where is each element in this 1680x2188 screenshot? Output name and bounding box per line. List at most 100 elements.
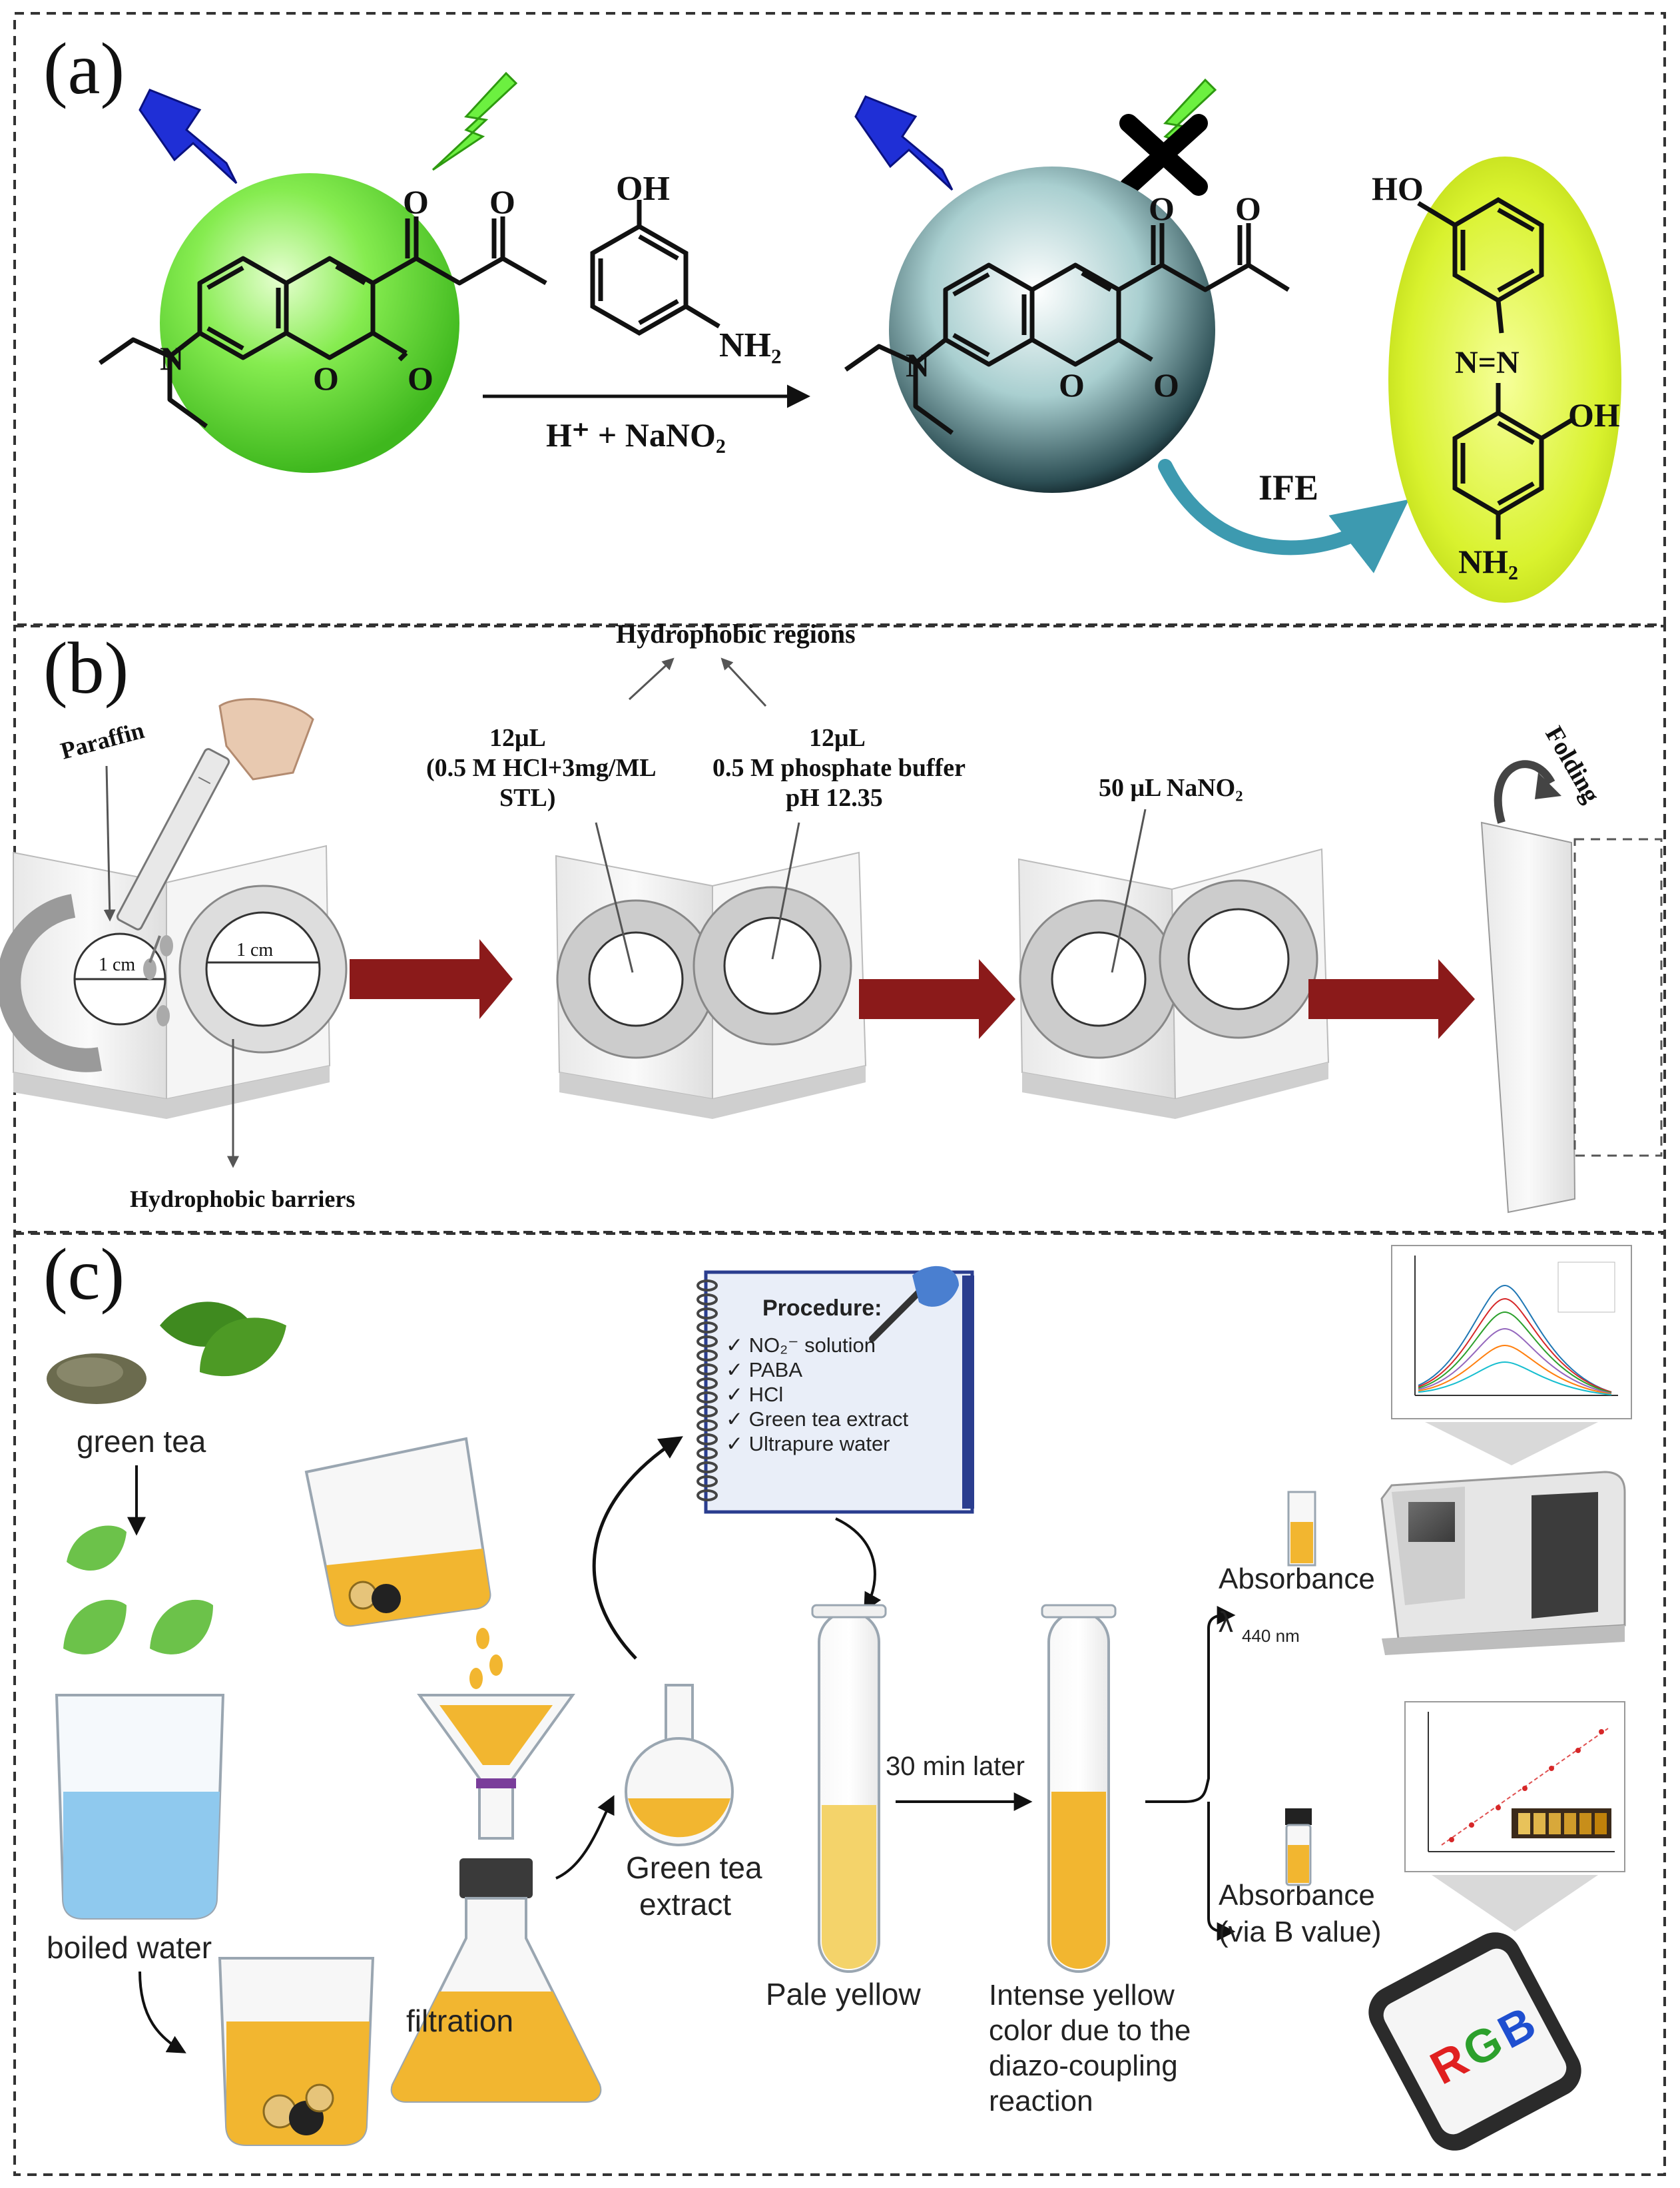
- lambda-symbol: λ: [1219, 1606, 1233, 1639]
- carbonyl-oxygen-a2: O: [489, 183, 515, 220]
- panel-a-label: (a): [43, 28, 125, 109]
- pale-yellow-tube: [811, 1604, 887, 1973]
- quenched-sphere: [889, 167, 1215, 493]
- smartphone-icon: [1368, 1932, 1581, 2151]
- filtration-label: filtration: [406, 2004, 513, 2038]
- tea-leaves-icon: [47, 1301, 286, 1404]
- green-bolt-icon: [431, 71, 518, 171]
- brewing-beaker: [218, 1957, 375, 2146]
- azo-nh2-label: NH₂: [1458, 543, 1518, 580]
- carbonyl-oxygen-b2: O: [1235, 190, 1261, 227]
- procedure-item: ✓ Ultrapure water: [726, 1432, 890, 1455]
- arrow-filter-to-extract: [555, 1794, 615, 1880]
- pointer-right-zone: [771, 822, 800, 960]
- intense-label-2: color due to the: [989, 2014, 1191, 2047]
- procedure-item: ✓ Green tea extract: [726, 1407, 908, 1431]
- azo-oh-label: OH: [1568, 396, 1620, 434]
- pointer-regions-left: [628, 657, 675, 701]
- pale-yellow-label: Pale yellow: [766, 1977, 921, 2011]
- azo-dye-structure: [1417, 196, 1576, 540]
- amine-n-b: N: [906, 346, 930, 384]
- nano2-label: 50 μL NaNO₂: [1099, 774, 1243, 802]
- paper-device-2: [555, 851, 867, 1119]
- azo-ho-label: HO: [1372, 170, 1424, 207]
- spiral-ring: [697, 1279, 718, 1291]
- amine-n-a: N: [160, 340, 184, 377]
- left-zone-volume: 12μL: [489, 724, 546, 752]
- spiral-ring: [697, 1461, 718, 1473]
- spiral-ring: [697, 1335, 718, 1347]
- intense-yellow-tube: [1041, 1604, 1117, 1973]
- carbonyl-oxygen-b1: O: [1149, 190, 1175, 227]
- syringe-icon: [116, 698, 314, 963]
- spiral-ring: [697, 1293, 718, 1305]
- coumarin-probe-structure-2: [844, 223, 1290, 435]
- procedure-title: Procedure:: [762, 1295, 882, 1321]
- spiral-ring: [697, 1391, 718, 1403]
- spiral-ring: [697, 1307, 718, 1319]
- intense-label-3: diazo-coupling: [989, 2049, 1178, 2082]
- procedure-list: ✓ NO₂⁻ solution✓ PABA✓ HCl✓ Green tea ex…: [726, 1333, 908, 1455]
- cartoon-leaf-icon: [63, 1525, 213, 1654]
- reagent-label: H⁺ + NaNO₂: [546, 416, 726, 454]
- panel-c-label: (c): [43, 1234, 125, 1315]
- absorbance-label-1: Absorbance: [1219, 1563, 1375, 1595]
- left-zone-desc-2: STL): [499, 784, 555, 812]
- spiral-ring: [697, 1489, 718, 1501]
- green-tea-label: green tea: [77, 1424, 206, 1459]
- procedure-item: ✓ HCl: [726, 1383, 783, 1406]
- paraffin-label: Paraffin: [58, 717, 147, 765]
- pouring-beaker: [304, 1437, 503, 1689]
- notebook-spiral: [697, 1279, 718, 1501]
- spectrum-thumbnail: [1391, 1245, 1632, 1419]
- pointer-regions-right: [720, 657, 767, 707]
- paper-device-1: [0, 845, 348, 1119]
- intense-label-4: reaction: [989, 2085, 1093, 2117]
- spiral-ring: [697, 1405, 718, 1417]
- panel-b-label: (b): [43, 627, 129, 709]
- blue-bolt-icon: [139, 89, 238, 184]
- extract-label-2: extract: [639, 1887, 731, 1922]
- procedure-item: ✓ PABA: [726, 1358, 802, 1381]
- extract-flask: [625, 1684, 734, 1846]
- left-zone-desc-1: (0.5 M HCl+3mg/ML: [426, 754, 657, 782]
- procedure-notebook: [704, 1270, 974, 1514]
- extract-label-1: Green tea: [626, 1850, 762, 1885]
- spiral-ring: [697, 1475, 718, 1487]
- arrow-water-to-brew: [139, 1971, 186, 2053]
- azo-dye-oval: [1388, 157, 1621, 603]
- procedure-item: ✓ NO₂⁻ solution: [726, 1333, 876, 1357]
- panel-a-border: [13, 12, 1666, 626]
- spiral-ring: [697, 1349, 718, 1361]
- spiral-ring: [697, 1447, 718, 1459]
- calibration-thumbnail: [1404, 1701, 1625, 1872]
- thirty-min-label: 30 min later: [886, 1752, 1025, 1781]
- aminophenol-structure: [590, 200, 720, 336]
- one-cm-label-2: 1 cm: [236, 940, 273, 960]
- filtration-setup: [390, 1694, 602, 2103]
- spiral-ring: [697, 1377, 718, 1389]
- spectrophotometer-icon: [1380, 1471, 1626, 1655]
- hydrophobic-regions-label: Hydrophobic regions: [616, 619, 856, 649]
- pointer-left-zone: [595, 822, 634, 973]
- right-zone-desc-1: 0.5 M phosphate buffer: [712, 754, 966, 782]
- ring-oxygen-a: O: [313, 360, 339, 397]
- lactone-oxygen-b: O: [1153, 366, 1179, 404]
- paper-device-3: [1017, 848, 1330, 1119]
- water-beaker: [55, 1694, 225, 1920]
- via-b-label: (via B value): [1219, 1916, 1382, 1948]
- right-zone-desc-2: pH 12.35: [786, 784, 883, 812]
- branch-connector: [1145, 1614, 1226, 1933]
- hydrophobic-barriers-label: Hydrophobic barriers: [130, 1186, 355, 1212]
- step-arrow-2: [859, 959, 1015, 1039]
- cross-mark-icon: [1119, 114, 1208, 196]
- step-arrow-1: [350, 939, 513, 1019]
- carbonyl-oxygen-a1: O: [403, 183, 429, 220]
- one-cm-label-1: 1 cm: [99, 954, 135, 975]
- azo-bond-label: N=N: [1455, 345, 1520, 380]
- spiral-ring: [697, 1363, 718, 1375]
- green-fluorescent-sphere: [160, 173, 459, 473]
- right-zone-volume: 12μL: [809, 724, 866, 752]
- pointer-paraffin: [103, 765, 116, 922]
- ring-oxygen-b: O: [1059, 366, 1085, 404]
